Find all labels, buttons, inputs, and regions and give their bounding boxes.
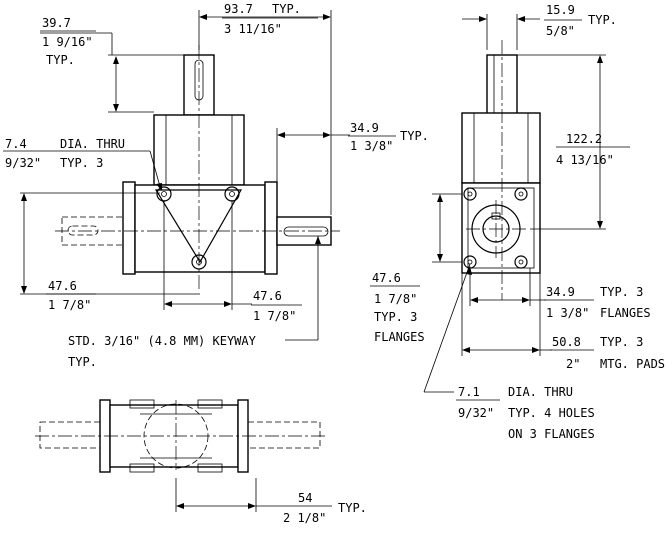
dim-hole-typ: TYP. 3 xyxy=(60,156,103,170)
keyway-note-line2: TYP. xyxy=(68,355,97,369)
dim-right-top-typ: TYP. xyxy=(588,13,617,27)
dim-top-mid-mm: 93.7 xyxy=(224,2,253,16)
dim-pad-word: MTG. PADS xyxy=(600,357,665,371)
keyway-note-line1: STD. 3/16" (4.8 MM) KEYWAY xyxy=(68,334,257,348)
dim-right-top-mm: 15.9 xyxy=(546,3,575,17)
dim-flange-h-typ: TYP. 3 xyxy=(374,310,417,324)
dim-hole-label: DIA. THRU xyxy=(60,137,125,151)
dim-flange-w-in: 1 3/8" xyxy=(546,306,589,320)
front-left-flange xyxy=(122,181,136,275)
dim-bot-mm: 54 xyxy=(298,491,312,505)
dim-pad-typ: TYP. 3 xyxy=(600,335,643,349)
bottom-dimensions: 54 TYP. 2 1/8" xyxy=(175,478,367,525)
dim-hole2-in: 9/32" xyxy=(458,406,494,420)
dim-pad-mm: 50.8 xyxy=(552,335,581,349)
side-dimensions: 15.9 TYP. 5/8" 122.2 4 13/16" 47.6 1 7/8… xyxy=(370,3,665,441)
dim-shaft-mm: 34.9 xyxy=(350,121,379,135)
dim-top-left-mm: 39.7 xyxy=(42,16,71,30)
dim-top-mid-typ: TYP. xyxy=(272,2,301,16)
dim-top-left-in: 1 9/16" xyxy=(42,35,93,49)
dim-left-mm: 47.6 xyxy=(48,279,77,293)
front-right-flange xyxy=(264,181,278,275)
dim-hole-in: 9/32" xyxy=(5,156,41,170)
dim-shaft-in: 1 3/8" xyxy=(350,139,393,153)
dim-flange-h-in: 1 7/8" xyxy=(374,292,417,306)
front-main-body xyxy=(134,184,266,273)
dim-shaft-typ: TYP. xyxy=(400,129,429,143)
front-dimensions: 39.7 1 9/16" TYP. 93.7 TYP. 3 11/16" 34.… xyxy=(3,2,429,369)
dim-hole2-mm: 7.1 xyxy=(458,385,480,399)
dim-bottom-in: 1 7/8" xyxy=(253,309,296,323)
dim-flange-w-typ: TYP. 3 xyxy=(600,285,643,299)
dim-hole2-label: DIA. THRU xyxy=(508,385,573,399)
front-triangle-pad xyxy=(154,189,243,264)
dim-flange-h-word: FLANGES xyxy=(374,330,425,344)
dim-bot-typ: TYP. xyxy=(338,501,367,515)
dim-flange-w-mm: 34.9 xyxy=(546,285,575,299)
side-upper-housing xyxy=(461,112,541,184)
bottom-view xyxy=(35,399,325,473)
dim-hole2-flanges: ON 3 FLANGES xyxy=(508,427,595,441)
front-view xyxy=(55,45,340,290)
front-right-keyway xyxy=(283,226,329,237)
dim-hole-dia: 7.4 xyxy=(5,137,27,151)
dim-right-top-in: 5/8" xyxy=(546,24,575,38)
dim-left-in: 1 7/8" xyxy=(48,298,91,312)
dim-height-in: 4 13/16" xyxy=(556,153,614,167)
dim-top-left-typ: TYP. xyxy=(46,53,75,67)
bottom-left-hidden-shaft xyxy=(39,421,101,449)
dim-bottom-mm: 47.6 xyxy=(253,289,282,303)
dim-bot-in: 2 1/8" xyxy=(283,511,326,525)
dim-flange-w-word: FLANGES xyxy=(600,306,651,320)
dim-flange-h-mm: 47.6 xyxy=(372,271,401,285)
dim-pad-in: 2" xyxy=(566,357,580,371)
dim-height-mm: 122.2 xyxy=(566,132,602,146)
side-flange xyxy=(461,182,541,274)
dim-hole2-typ: TYP. 4 HOLES xyxy=(508,406,595,420)
side-view xyxy=(461,40,541,300)
dim-top-mid-in: 3 11/16" xyxy=(224,22,282,36)
bottom-right-hidden-shaft xyxy=(247,421,321,449)
